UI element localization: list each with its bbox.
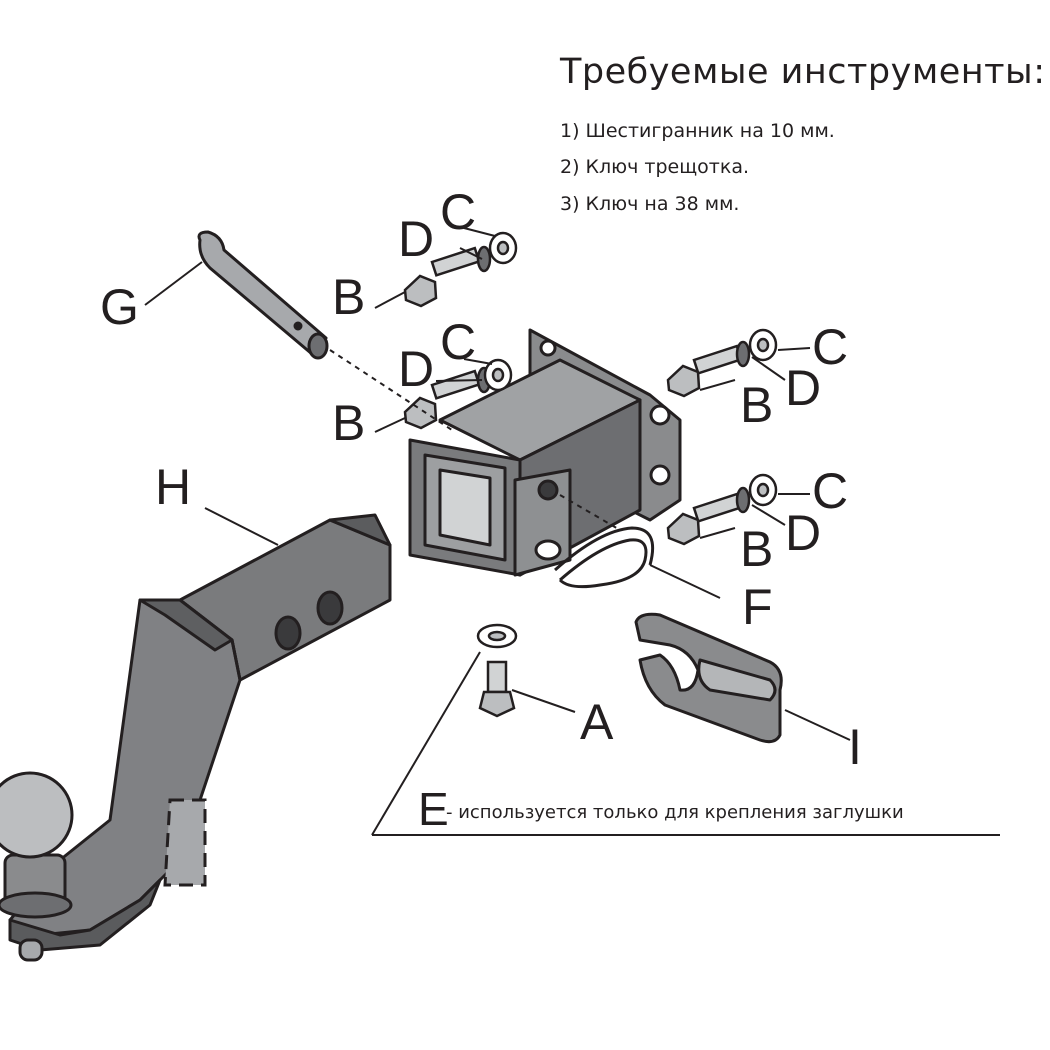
note-text: - используется только для крепления загл…: [446, 802, 904, 823]
label-d-right-upper: D: [785, 360, 822, 416]
hitch-pin-g: [197, 230, 329, 360]
label-c-mid: C: [440, 314, 477, 370]
note-letter-e: E: [418, 783, 449, 835]
label-c-right-upper: C: [812, 319, 849, 375]
label-c-right-lower: C: [812, 463, 849, 519]
label-d-top: D: [398, 211, 435, 267]
leader-lines: [144, 227, 1000, 836]
tools-title: Требуемые инструменты:: [560, 52, 1046, 92]
label-b-right-lower: B: [740, 521, 774, 577]
mount-bracket-edge: [163, 798, 207, 887]
tool-item-ratchet: 2) Ключ трещотка.: [560, 156, 749, 178]
label-c-top: C: [440, 184, 477, 240]
hitch-ball: [0, 771, 74, 962]
label-d-mid: D: [398, 341, 435, 397]
label-g: G: [100, 279, 139, 335]
receiver-adapter: [408, 328, 682, 577]
label-f: F: [742, 579, 773, 635]
assembly-lines: [329, 349, 621, 531]
tool-item-hex-key: 1) Шестигранник на 10 мм.: [560, 120, 835, 142]
label-d-right-lower: D: [785, 505, 822, 561]
label-b-mid: B: [332, 395, 366, 451]
label-b-right-upper: B: [740, 377, 774, 433]
label-a: A: [580, 694, 614, 750]
label-b-top: B: [332, 269, 366, 325]
cover-plate-i: [634, 612, 783, 744]
label-h: H: [155, 459, 192, 515]
hitch-clip-f: [554, 526, 655, 589]
fasteners: [403, 231, 778, 718]
label-i: I: [848, 719, 862, 775]
tool-item-wrench: 3) Ключ на 38 мм.: [560, 193, 740, 215]
